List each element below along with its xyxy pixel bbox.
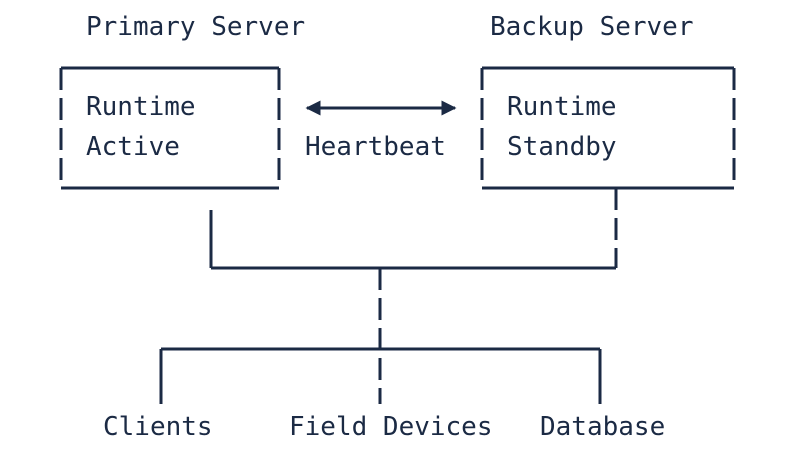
database-label: Database: [540, 412, 666, 442]
primary-status-line2: Active: [86, 132, 180, 162]
backup-status-line1: Runtime: [507, 92, 617, 122]
field-devices-label: Field Devices: [289, 412, 493, 442]
backup-status-line2: Standby: [507, 132, 617, 162]
server-connectors: [209, 188, 618, 270]
primary-server-box: [59, 66, 281, 190]
backup-server-title: Backup Server: [490, 12, 694, 42]
clients-label: Clients: [103, 412, 213, 442]
primary-server-title: Primary Server: [86, 12, 306, 42]
primary-status-line1: Runtime: [86, 92, 196, 122]
heartbeat-label: Heartbeat: [305, 132, 446, 162]
endpoint-connectors: [159, 347, 602, 404]
backup-server-box: [480, 66, 736, 190]
